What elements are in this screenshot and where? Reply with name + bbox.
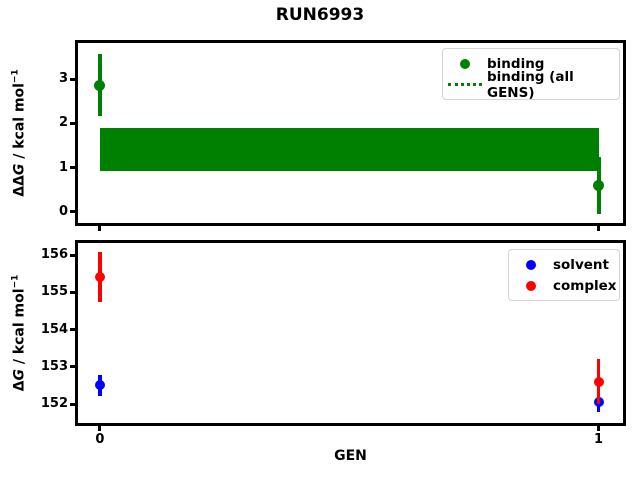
x-tick-label: 0 <box>95 432 105 447</box>
legend-item: binding (all GENS) <box>443 69 613 101</box>
dotted-line-glyph <box>448 83 482 86</box>
legend-item: solvent <box>509 254 613 275</box>
y-tick-mark <box>70 77 75 81</box>
legend-marker-icon <box>509 280 553 291</box>
data-point-complex <box>593 376 604 387</box>
y-tick-label: 0 <box>58 203 68 219</box>
y-tick-mark <box>70 328 75 332</box>
legend-item: binding <box>443 53 613 74</box>
legend: solvent complex <box>508 249 620 301</box>
x-tick-label: 1 <box>594 432 604 447</box>
confidence-band <box>99 127 599 172</box>
marker-glyph <box>460 58 470 69</box>
y-tick-label: 152 <box>40 396 68 412</box>
y-tick-label: 3 <box>58 71 68 87</box>
y-tick-label: 155 <box>40 284 68 300</box>
x-tick-mark <box>597 426 601 431</box>
y-tick-label: 2 <box>58 115 68 131</box>
legend-label: solvent <box>553 256 609 273</box>
y-tick-mark <box>70 166 75 170</box>
y-tick-mark <box>70 290 75 294</box>
y-tick-label: 1 <box>58 159 68 175</box>
y-tick-mark <box>70 121 75 125</box>
data-point-solvent <box>94 380 105 391</box>
legend-label: complex <box>553 277 617 294</box>
y-tick-mark <box>70 253 75 257</box>
marker-glyph <box>526 280 536 291</box>
legend-marker-icon <box>443 58 487 69</box>
legend-label: binding <box>487 55 545 72</box>
legend-item: complex <box>509 275 617 296</box>
x-tick-mark <box>597 226 601 231</box>
x-axis-label: GEN <box>334 448 367 464</box>
y-tick-mark <box>70 210 75 214</box>
data-point-binding <box>593 179 605 191</box>
x-tick-mark <box>98 226 102 231</box>
y-tick-label: 153 <box>40 358 68 374</box>
figure-title: RUN6993 <box>275 5 365 25</box>
x-tick-mark <box>98 426 102 431</box>
marker-glyph <box>526 259 536 270</box>
y-tick-mark <box>70 402 75 406</box>
y-tick-mark <box>70 365 75 369</box>
legend-label: binding (all GENS) <box>487 68 574 101</box>
y-tick-label: 154 <box>40 321 68 337</box>
data-point-binding <box>94 79 106 91</box>
y-tick-label: 156 <box>40 247 68 263</box>
legend-dotted-line-icon <box>443 83 487 86</box>
legend-marker-icon <box>509 259 553 270</box>
data-point-complex <box>94 271 105 282</box>
